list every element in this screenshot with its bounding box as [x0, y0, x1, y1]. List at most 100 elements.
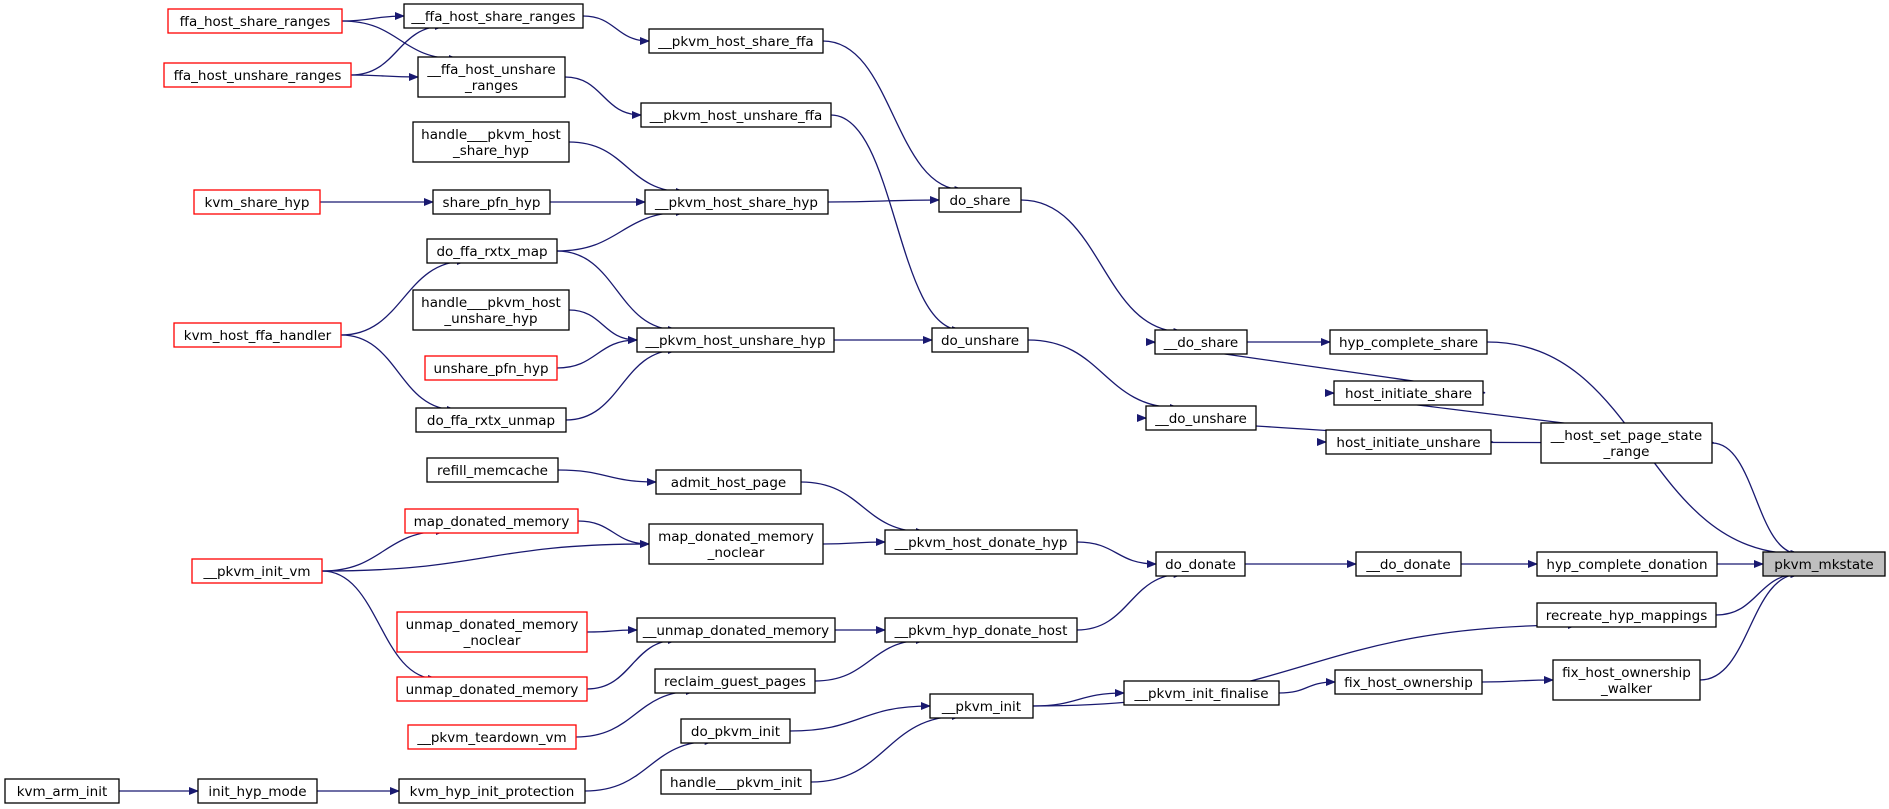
node-hyp_complete_donation[interactable]: hyp_complete_donation	[1536, 551, 1718, 577]
node-__pkvm_host_share_ffa[interactable]: __pkvm_host_share_ffa	[648, 28, 824, 54]
node-__do_unshare[interactable]: __do_unshare	[1145, 405, 1257, 431]
node-__pkvm_host_donate_hyp[interactable]: __pkvm_host_donate_hyp	[884, 529, 1078, 555]
node-label: _range	[1602, 444, 1649, 460]
node-do_ffa_rxtx_unmap[interactable]: do_ffa_rxtx_unmap	[415, 407, 567, 433]
node-label: unshare_pfn_hyp	[433, 361, 548, 377]
node-label: _noclear	[463, 633, 521, 649]
node-label: refill_memcache	[437, 463, 548, 479]
node-kvm_arm_init[interactable]: kvm_arm_init	[4, 778, 120, 804]
edge-do_ffa_rxtx_unmap-to-__pkvm_host_unshare_hyp	[565, 346, 678, 421]
node-box	[648, 523, 824, 565]
node-label: fix_host_ownership	[1562, 665, 1691, 681]
node-fix_host_ownership_walker[interactable]: fix_host_ownership_walker	[1552, 659, 1701, 701]
node-label: __pkvm_host_share_hyp	[654, 195, 818, 211]
node-box	[640, 102, 832, 128]
node-label: kvm_arm_init	[17, 784, 108, 800]
node-do_share[interactable]: do_share	[938, 187, 1022, 213]
node-pkvm_mkstate[interactable]: pkvm_mkstate	[1762, 551, 1886, 577]
node-label: __pkvm_init_finalise	[1133, 686, 1268, 702]
node-box	[191, 558, 323, 584]
node-__unmap_donated_memory[interactable]: __unmap_donated_memory	[636, 617, 836, 643]
node-__host_set_page_state_range[interactable]: __host_set_page_state_range	[1540, 422, 1713, 464]
node-box	[1123, 680, 1280, 706]
node-host_initiate_share[interactable]: host_initiate_share	[1333, 380, 1484, 406]
edge-__pkvm_teardown_vm-to-reclaim_guest_pages	[575, 687, 696, 738]
node-__pkvm_host_unshare_hyp[interactable]: __pkvm_host_unshare_hyp	[636, 327, 835, 353]
node-label: _ranges	[464, 78, 518, 94]
node-__pkvm_host_unshare_ffa[interactable]: __pkvm_host_unshare_ffa	[640, 102, 832, 128]
node-label: __ffa_host_unshare	[426, 62, 555, 78]
node-label: kvm_hyp_init_protection	[410, 784, 575, 800]
node-handle___pkvm_host_unshare_hyp[interactable]: handle___pkvm_host_unshare_hyp	[412, 289, 570, 331]
node-box	[1355, 551, 1462, 577]
node-kvm_hyp_init_protection[interactable]: kvm_hyp_init_protection	[398, 778, 586, 804]
edge-fix_host_ownership_walker-to-pkvm_mkstate	[1699, 570, 1801, 681]
edge-do_pkvm_init-to-__pkvm_init	[789, 702, 931, 732]
node-handle___pkvm_init[interactable]: handle___pkvm_init	[660, 769, 812, 795]
node-ffa_host_unshare_ranges[interactable]: ffa_host_unshare_ranges	[163, 62, 352, 88]
node-recreate_hyp_mappings[interactable]: recreate_hyp_mappings	[1536, 602, 1717, 628]
node-do_donate[interactable]: do_donate	[1155, 551, 1246, 577]
node-reclaim_guest_pages[interactable]: reclaim_guest_pages	[654, 668, 816, 694]
node-__pkvm_hyp_donate_host[interactable]: __pkvm_hyp_donate_host	[884, 617, 1078, 643]
node-label: __do_share	[1163, 335, 1239, 351]
node-__ffa_host_share_ranges[interactable]: __ffa_host_share_ranges	[403, 3, 584, 29]
node-share_pfn_hyp[interactable]: share_pfn_hyp	[432, 189, 551, 215]
node-label: handle___pkvm_host	[421, 295, 561, 311]
node-box	[636, 327, 835, 353]
node-box	[167, 8, 343, 34]
node-do_pkvm_init[interactable]: do_pkvm_init	[680, 718, 791, 744]
node-__pkvm_host_share_hyp[interactable]: __pkvm_host_share_hyp	[644, 189, 829, 215]
node-map_donated_memory_noclear[interactable]: map_donated_memory_noclear	[648, 523, 824, 565]
node-box	[1154, 329, 1248, 355]
node-label: init_hyp_mode	[208, 784, 306, 800]
node-unmap_donated_memory[interactable]: unmap_donated_memory	[396, 676, 588, 702]
node-label: do_pkvm_init	[691, 724, 780, 740]
node-init_hyp_mode[interactable]: init_hyp_mode	[197, 778, 318, 804]
node-label: ffa_host_share_ranges	[180, 14, 331, 30]
node-__pkvm_init_finalise[interactable]: __pkvm_init_finalise	[1123, 680, 1280, 706]
edge-ffa_host_unshare_ranges-to-__ffa_host_unshare_ranges	[350, 72, 419, 81]
edges-layer	[118, 12, 1801, 795]
node-do_ffa_rxtx_map[interactable]: do_ffa_rxtx_map	[426, 238, 558, 264]
node-ffa_host_share_ranges[interactable]: ffa_host_share_ranges	[167, 8, 343, 34]
node-do_unshare[interactable]: do_unshare	[931, 327, 1029, 353]
node-host_initiate_unshare[interactable]: host_initiate_unshare	[1325, 429, 1492, 455]
node-label: handle___pkvm_host	[421, 127, 561, 143]
node-__do_share[interactable]: __do_share	[1154, 329, 1248, 355]
node-__pkvm_init_vm[interactable]: __pkvm_init_vm	[191, 558, 323, 584]
node-kvm_host_ffa_handler[interactable]: kvm_host_ffa_handler	[173, 322, 342, 348]
node-__pkvm_init[interactable]: __pkvm_init	[929, 693, 1034, 719]
node-box	[4, 778, 120, 804]
node-fix_host_ownership[interactable]: fix_host_ownership	[1334, 669, 1483, 695]
node-box	[884, 529, 1078, 555]
node-box	[1536, 602, 1717, 628]
node-__do_donate[interactable]: __do_donate	[1355, 551, 1462, 577]
node-map_donated_memory[interactable]: map_donated_memory	[404, 508, 579, 534]
node-__ffa_host_unshare_ranges[interactable]: __ffa_host_unshare_ranges	[417, 56, 566, 98]
node-box	[680, 718, 791, 744]
node-label: hyp_complete_donation	[1546, 557, 1707, 573]
node-label: __host_set_page_state	[1550, 428, 1702, 444]
node-kvm_share_hyp[interactable]: kvm_share_hyp	[193, 189, 321, 215]
node-box	[660, 769, 812, 795]
node-admit_host_page[interactable]: admit_host_page	[655, 469, 802, 495]
node-hyp_complete_share[interactable]: hyp_complete_share	[1329, 329, 1488, 355]
node-box	[1552, 659, 1701, 701]
edge-__pkvm_host_share_hyp-to-do_share	[827, 196, 940, 205]
node-unshare_pfn_hyp[interactable]: unshare_pfn_hyp	[424, 355, 558, 381]
node-refill_memcache[interactable]: refill_memcache	[426, 457, 559, 483]
node-box	[426, 238, 558, 264]
node-box	[163, 62, 352, 88]
edge-do_unshare-to-__do_unshare	[1027, 339, 1180, 412]
node-__pkvm_teardown_vm[interactable]: __pkvm_teardown_vm	[407, 724, 577, 750]
edge-fix_host_ownership-to-fix_host_ownership_walker	[1481, 676, 1554, 685]
node-box	[407, 724, 577, 750]
node-unmap_donated_memory_noclear[interactable]: unmap_donated_memory_noclear	[396, 611, 588, 653]
node-label: __do_unshare	[1154, 411, 1247, 427]
node-box	[644, 189, 829, 215]
edge-__pkvm_init_vm-to-map_donated_memory	[321, 527, 446, 572]
node-handle___pkvm_host_share_hyp[interactable]: handle___pkvm_host_share_hyp	[412, 121, 570, 163]
node-label: kvm_host_ffa_handler	[184, 328, 332, 344]
